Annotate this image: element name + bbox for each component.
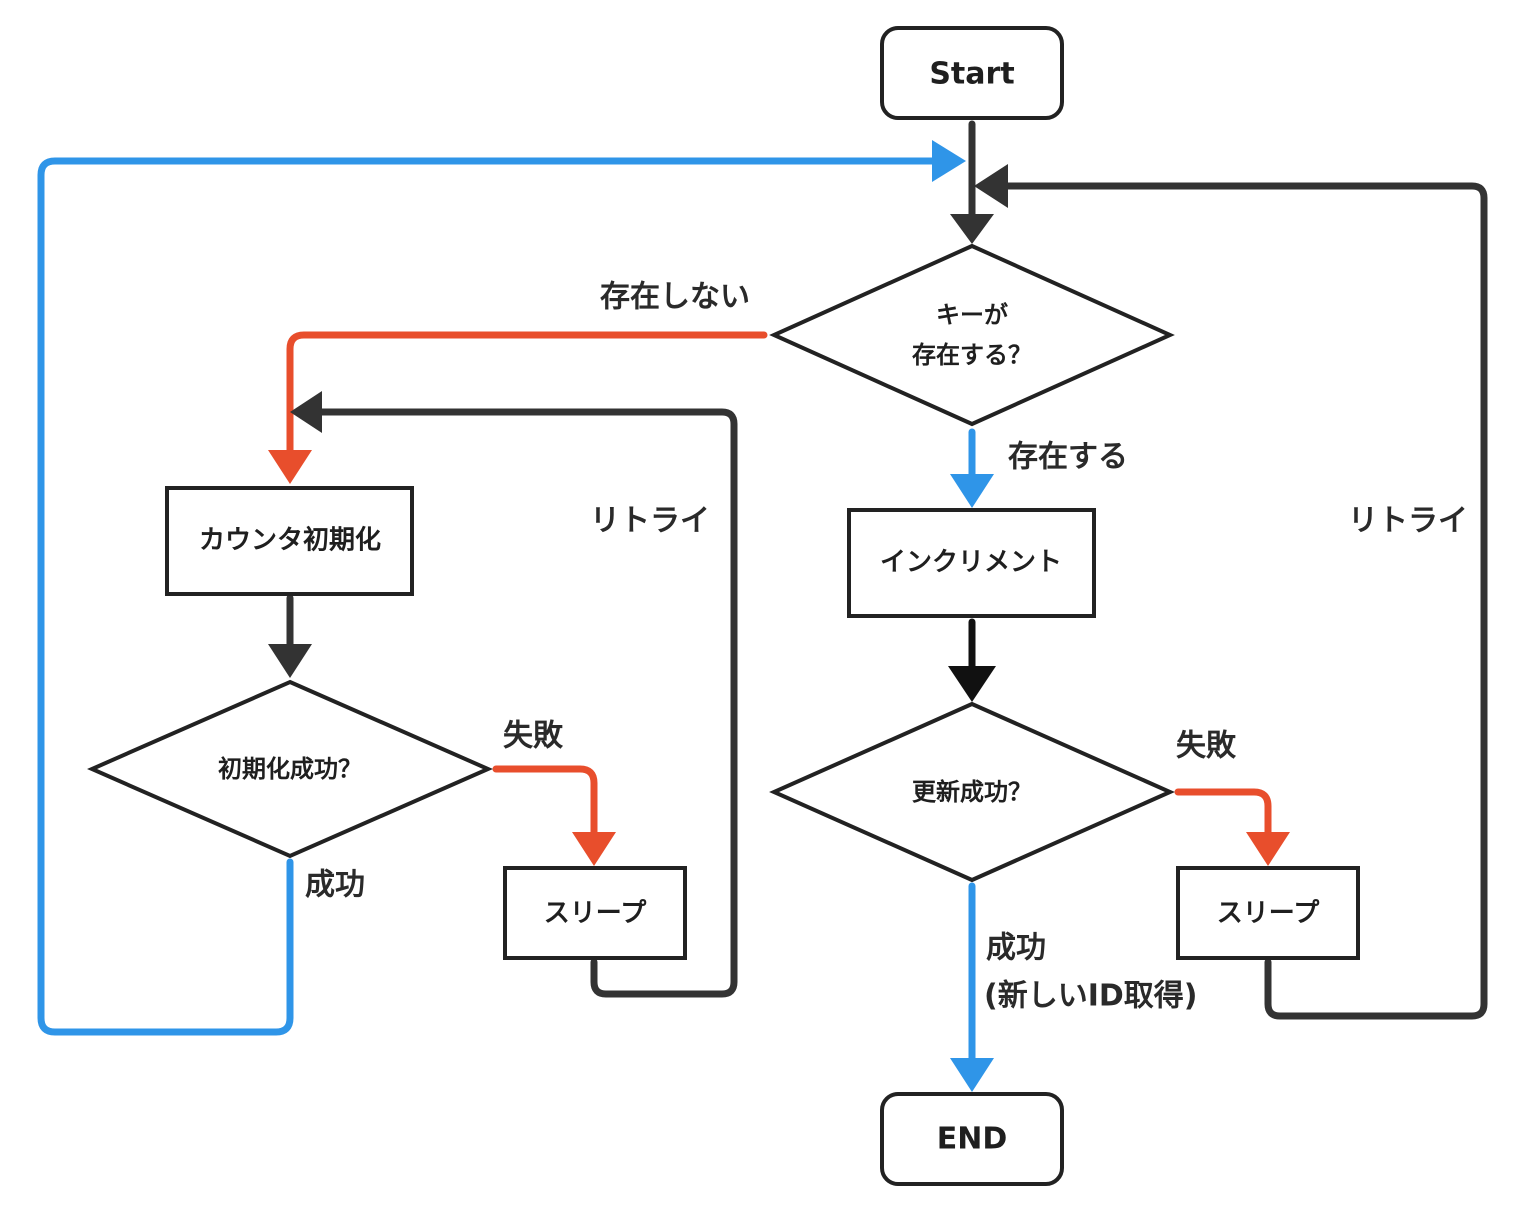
increment-label: インクリメント [880,548,1062,578]
edge-retry-left-loop [314,408,738,998]
increment-node [847,508,1096,618]
label-exists: 存在する [1008,440,1128,475]
key-exists-label-line1: キーが [936,301,1008,329]
label-success-right-line1: 成功 [986,931,1046,966]
counter-init-node [165,486,414,596]
sleep-right-label: スリープ [1217,899,1320,929]
sleep-right-node [1176,866,1360,960]
arrowhead-retry-left-return [290,391,322,433]
sleep-left-node [503,866,687,960]
label-not-exists: 存在しない [600,280,750,315]
arrowhead-blue-loop-return [932,140,966,182]
key-exists-decision [769,243,1175,427]
arrowhead-exists [950,474,994,508]
sleep-left-label: スリープ [544,899,647,929]
arrowhead-init-fail [572,832,616,866]
arrowhead-update-fail [1246,832,1290,866]
arrowhead-counter-to-init [268,644,312,678]
init-success-decision [87,679,493,859]
edge-not-exists [286,331,768,462]
label-success-left: 成功 [305,868,365,903]
end-node [880,1092,1064,1186]
init-success-label: 初期化成功？ [218,755,362,783]
arrowhead-not-exists [268,450,312,484]
update-success-label: 更新成功？ [912,778,1032,806]
counter-init-label: カウンタ初期化 [199,526,381,556]
label-retry-left: リトライ [590,504,710,539]
arrowhead-retry-right-return [974,164,1008,208]
key-exists-label-line2: 存在する？ [912,341,1032,369]
arrowhead-increment-to-update [948,666,996,702]
start-node [880,26,1064,120]
label-fail-right: 失敗 [1176,729,1237,764]
edge-retry-right-loop [996,182,1488,1020]
label-fail-left: 失敗 [503,719,564,754]
arrowhead-update-success [950,1058,994,1092]
end-node-label: END [937,1122,1008,1157]
update-success-decision [769,701,1175,883]
edge-init-fail [492,765,598,842]
edge-init-success-loop [37,157,944,1036]
start-node-label: Start [929,57,1014,92]
arrowhead-into-key-decision [950,214,994,244]
label-success-right-line2: (新しいID取得) [984,979,1198,1014]
edge-update-fail [1174,788,1272,842]
label-retry-right: リトライ [1348,504,1468,539]
